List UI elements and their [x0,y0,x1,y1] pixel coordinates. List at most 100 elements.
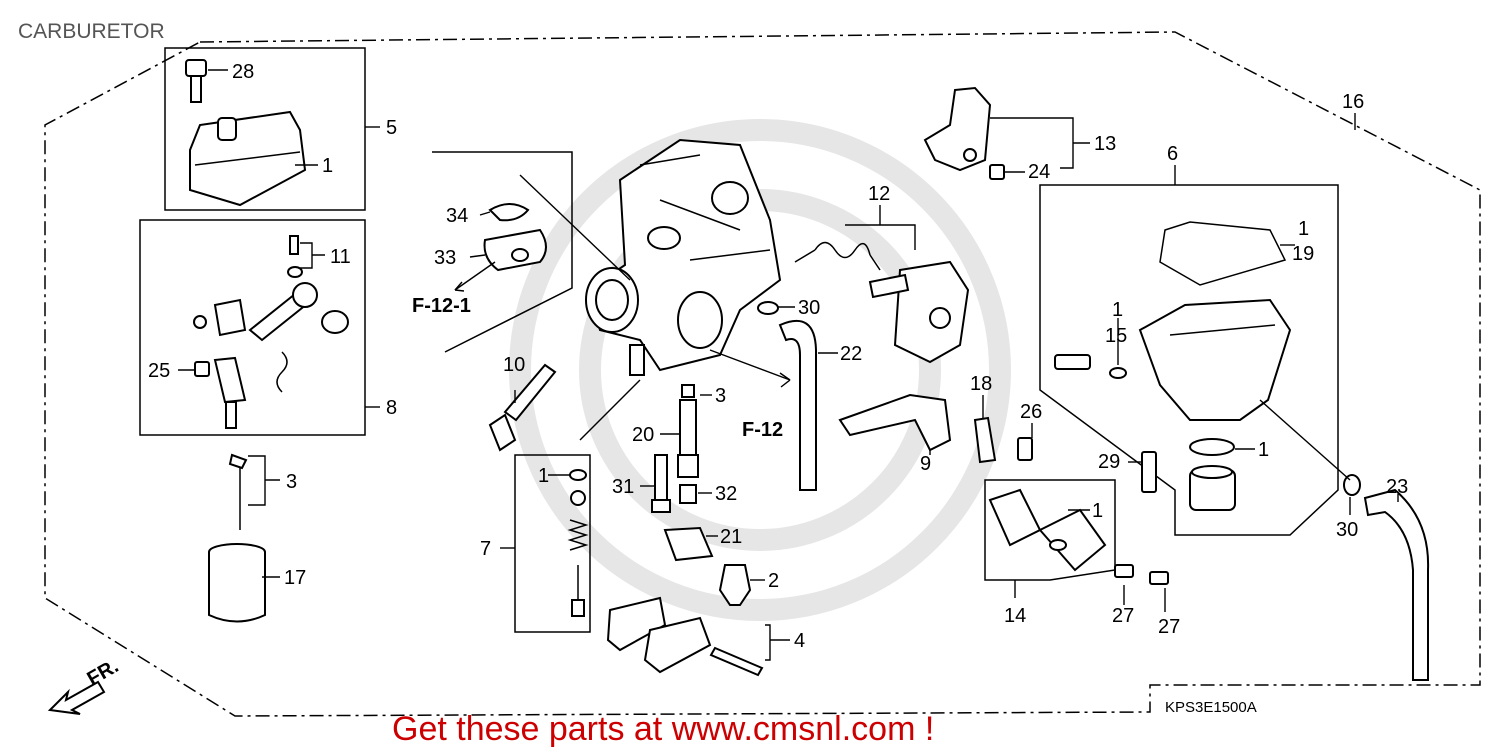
group-box-5 [164,47,366,211]
screw-part-27a [1114,564,1134,578]
diaphragm-part-14 [988,488,1042,547]
throttle-drum-part-12 [868,260,970,364]
callout-33: 33 [434,247,456,269]
jet-holder-part-20 [677,384,699,478]
jet-needle-part-3 [228,453,248,530]
callout-25: 25 [148,360,170,382]
front-direction-arrow: FR. [47,655,123,715]
guide-line-f12 [709,349,791,381]
callout-16: 16 [1342,91,1364,113]
callout-1-pump: 1 [1092,500,1103,522]
callout-28: 28 [232,61,254,83]
leader-lines [178,69,1399,661]
front-marker-label: FR. [84,655,123,690]
callout-34: 34 [446,205,468,227]
clip-part-30 [757,301,779,315]
callout-30-left: 30 [798,297,820,319]
reference-f12: F-12 [742,419,783,441]
pump-cover-part-14 [1038,508,1107,572]
callout-1-chamber: 1 [1112,299,1123,321]
callout-1-oring: 1 [1258,439,1269,461]
callout-7: 7 [480,538,491,560]
callout-labels: 28 5 1 11 8 25 3 17 34 33 10 1 7 20 31 3… [148,61,1408,652]
throttle-valve-part-17 [208,543,266,623]
screw-part-24 [989,164,1005,180]
callout-12: 12 [868,183,890,205]
callout-19: 19 [1292,243,1314,265]
guide-line-f12-1 [519,174,631,281]
callout-27-b: 27 [1158,616,1180,638]
callout-9: 9 [920,453,931,475]
baffle-part-21 [663,526,714,562]
throttle-linkage-part-8 [193,282,349,429]
screw-part-25 [194,361,210,377]
clip-part-30b [1343,474,1361,496]
group-box-7 [514,454,591,633]
callout-2: 2 [768,570,779,592]
callout-1-cover: 1 [322,155,333,177]
callout-20: 20 [632,424,654,446]
screw-part-28 [185,59,207,103]
carburetor-body [585,138,782,376]
callout-11: 11 [330,246,351,268]
group-box-14 [984,479,1116,581]
screw-part-26 [1017,437,1033,461]
guide-line-needle-jet [579,379,641,441]
lever-part-9 [838,393,952,452]
diagram-title: CARBURETOR [18,20,165,43]
inset-arrow [454,261,496,291]
callout-6: 6 [1167,143,1178,165]
f12-1-inset-frame [432,151,573,353]
callout-3-body: 3 [715,385,726,407]
group-box-6 [1039,184,1339,536]
diagram-code: KPS3E1500A [1165,699,1257,716]
main-jet-part-32 [679,484,697,504]
callout-13: 13 [1094,133,1116,155]
callout-26: 26 [1020,401,1042,423]
promo-banner[interactable]: Get these parts at www.cmsnl.com ! [392,710,934,748]
screw-part-29 [1141,451,1157,493]
callout-32: 32 [715,483,737,505]
callout-29: 29 [1098,451,1120,473]
plate-part-18 [973,416,997,464]
callout-30-right: 30 [1336,519,1358,541]
screw-part-27b [1149,571,1169,585]
pilot-screw-part-10 [488,363,557,452]
top-cover-part-5 [189,110,307,207]
reference-f12-1: F-12-1 [412,295,471,317]
callout-22: 22 [840,343,862,365]
callout-5: 5 [386,117,397,139]
callout-3-needle: 3 [286,471,297,493]
gasket-part-19 [1159,221,1287,286]
callout-17: 17 [284,567,306,589]
spring-part-12 [794,241,881,271]
callout-24: 24 [1028,161,1050,183]
callout-15: 15 [1105,325,1127,347]
callout-18: 18 [970,373,992,395]
callout-10: 10 [503,354,525,376]
callout-1-gasket: 1 [1298,218,1309,240]
callout-21: 21 [720,526,742,548]
callout-14: 14 [1004,605,1026,627]
callout-1-group7: 1 [538,465,549,487]
float-part-4 [606,596,764,677]
plug-part-6 [1189,465,1236,511]
hose-part-23 [1363,488,1430,681]
cable-bracket-part-13 [923,86,992,172]
o-ring-part-1 [1189,438,1235,456]
drain-screw-part-15 [1054,354,1127,379]
callout-27-a: 27 [1112,605,1134,627]
callout-23: 23 [1386,476,1408,498]
float-chamber-part-6 [1138,298,1292,421]
pin-part-11 [287,235,303,278]
outer-boundary [44,31,1481,717]
callout-31: 31 [612,476,634,498]
slow-jet-part-31 [651,454,671,513]
float-valve-part-2 [718,564,752,606]
callout-8: 8 [386,397,397,419]
group-box-8 [139,219,366,436]
callout-4: 4 [794,630,805,652]
hose-part-22 [778,320,817,491]
clamp-part-34 [488,203,530,222]
